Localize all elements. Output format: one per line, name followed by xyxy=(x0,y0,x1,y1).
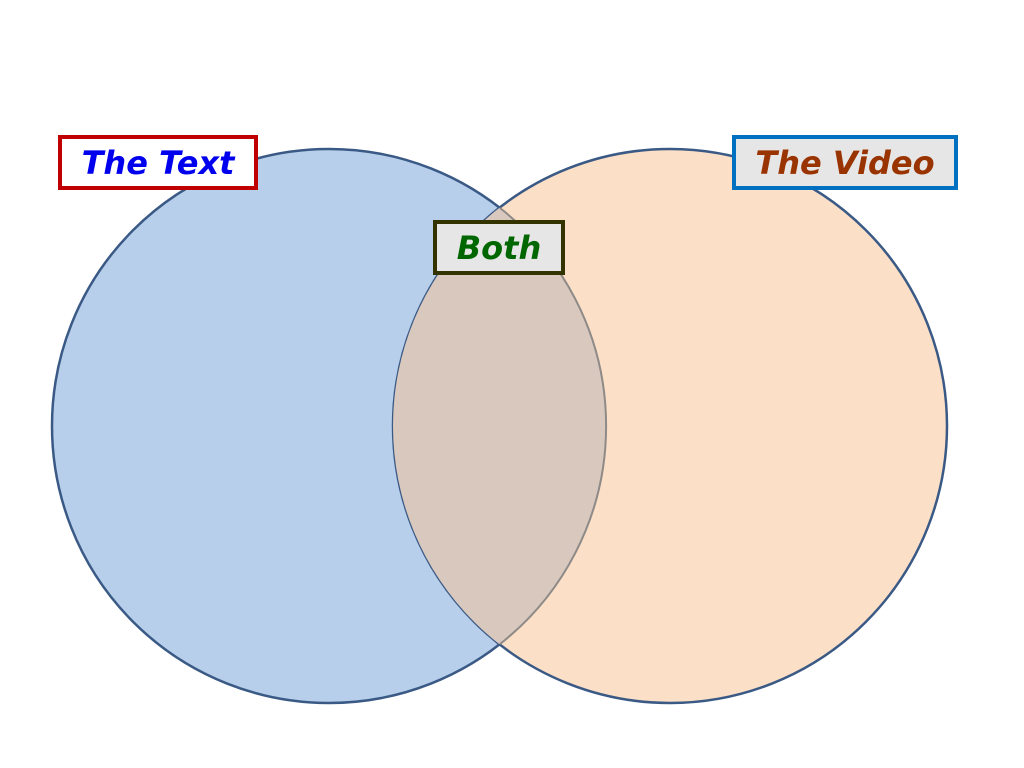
intersection-label: Both xyxy=(433,220,565,275)
intersection-label-text: Both xyxy=(456,228,542,267)
right-set-label: The Video xyxy=(732,135,958,190)
left-set-label-text: The Text xyxy=(81,143,235,182)
right-set-label-text: The Video xyxy=(755,143,935,182)
intersection-region xyxy=(393,149,606,703)
left-set-label: The Text xyxy=(58,135,258,190)
